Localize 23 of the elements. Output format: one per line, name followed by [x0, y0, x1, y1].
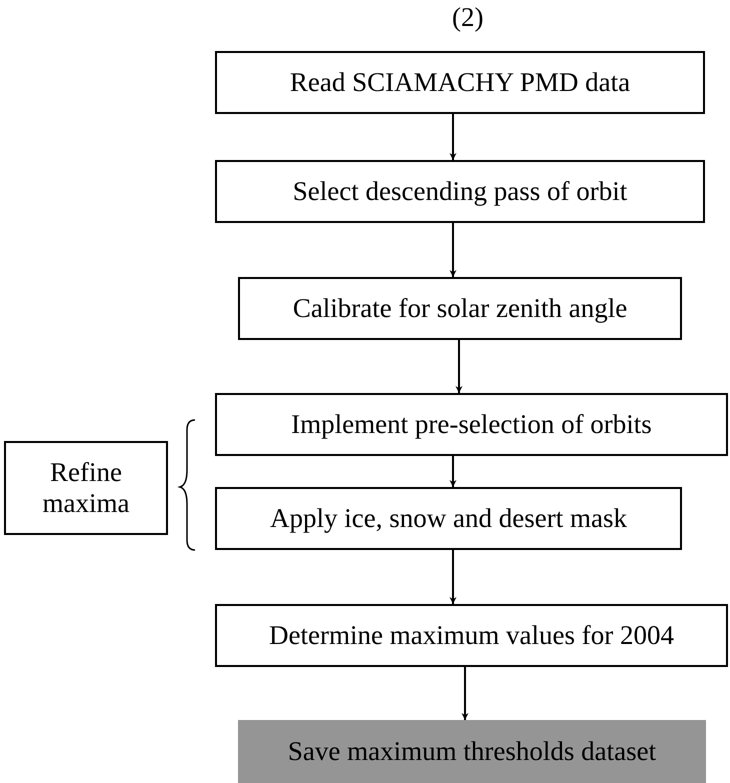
step-text: Calibrate for solar zenith angle [292, 292, 628, 324]
arrow [450, 223, 456, 277]
process-box [215, 160, 705, 223]
step-text: Apply ice, snow and desert mask [270, 502, 627, 534]
step-text: Determine maximum values for 2004 [269, 620, 674, 652]
process-box [215, 487, 682, 550]
arrow [450, 114, 456, 160]
process-box [238, 277, 682, 340]
step-text: Save maximum thresholds dataset [288, 736, 656, 768]
step-text: Refine maxima [42, 456, 130, 520]
figure-number: (2) [452, 2, 484, 33]
arrow [450, 550, 456, 604]
step-text: Select descending pass of orbit [292, 176, 628, 208]
process-box [215, 604, 728, 667]
process-box [215, 51, 705, 114]
step-text: Implement pre-selection of orbits [291, 408, 652, 440]
arrow [462, 667, 468, 720]
arrow [456, 340, 462, 393]
output-box [238, 720, 706, 783]
arrow [450, 456, 456, 487]
note-box [4, 441, 168, 535]
process-box [215, 393, 728, 456]
step-text: Read SCIAMACHY PMD data [290, 66, 630, 98]
